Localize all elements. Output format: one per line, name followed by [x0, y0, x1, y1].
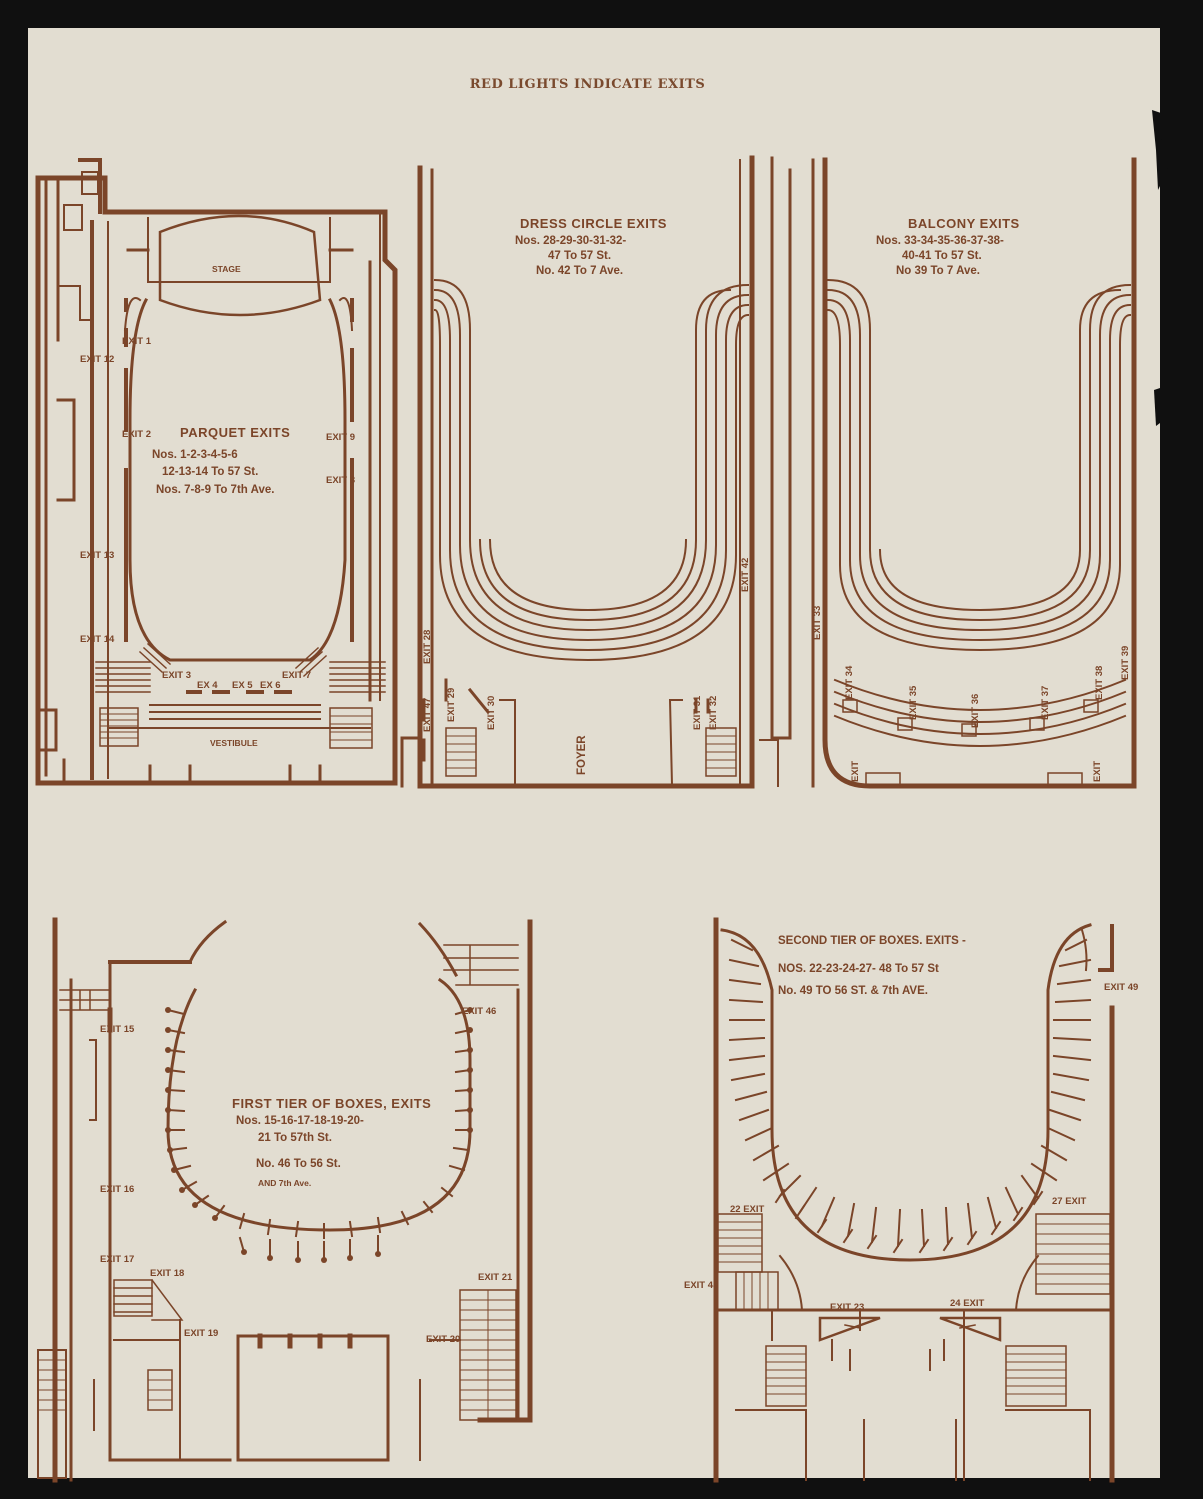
exit-1-label: EXIT 1: [122, 336, 152, 347]
balcony-line2: 40-41 To 57 St.: [902, 250, 982, 262]
dress-circle-line2: 47 To 57 St.: [548, 250, 611, 262]
page-header: RED LIGHTS INDICATE EXITS: [469, 77, 706, 92]
exit-balcony-right-label: EXIT: [1092, 761, 1103, 782]
parquet-plan: [35, 158, 398, 786]
first-tier-line4: AND 7th Ave.: [258, 1178, 311, 1188]
exit-5-label: EX 5: [232, 680, 253, 691]
exit-30-label: EXIT 30: [486, 696, 497, 730]
first-tier-line3: No. 46 To 56 St.: [256, 1158, 341, 1170]
stage-label: STAGE: [212, 264, 241, 274]
second-tier-plan: [713, 917, 1115, 1483]
dress-circle-plan: [400, 155, 792, 789]
exit-4-label: EX 4: [197, 680, 218, 691]
exit-8-label: EXIT 8: [326, 475, 355, 486]
exit-31-label: EXIT 31: [692, 695, 703, 730]
exit-3-label: EXIT 3: [162, 670, 191, 681]
exit-20-label: EXIT 20: [426, 1334, 460, 1345]
exit-33-label: EXIT 33: [812, 606, 823, 640]
exit-22-label: 22 EXIT: [730, 1204, 765, 1215]
parquet-line3: Nos. 7-8-9 To 7th Ave.: [156, 484, 274, 496]
exit-42-label: EXIT 42: [740, 558, 751, 592]
second-tier-title: SECOND TIER OF BOXES. EXITS -: [778, 935, 966, 947]
exit-29-label: EXIT 29: [446, 688, 457, 722]
exit-7-label: EXIT 7: [282, 670, 311, 681]
exit-36-label: EXIT 36: [970, 694, 981, 728]
exit-14-label: EXIT 14: [80, 634, 115, 645]
exit-37-label: EXIT 37: [1040, 686, 1051, 720]
exit-15-label: EXIT 15: [100, 1024, 135, 1035]
parquet-line2: 12-13-14 To 57 St.: [162, 466, 258, 478]
balcony-title: BALCONY EXITS: [908, 216, 1020, 231]
exit-46-label: EXIT 46: [462, 1006, 496, 1017]
vestibule-label: VESTIBULE: [210, 738, 258, 748]
exit-6-label: EX 6: [260, 680, 281, 691]
exit-39-label: EXIT 39: [1120, 646, 1131, 680]
dress-circle-line1: Nos. 28-29-30-31-32-: [515, 235, 626, 247]
exit-19-label: EXIT 19: [184, 1328, 218, 1339]
first-tier-title: FIRST TIER OF BOXES, EXITS: [232, 1096, 431, 1111]
exit-34-label: EXIT 34: [844, 665, 855, 700]
exit-35-label: EXIT 35: [908, 685, 919, 720]
exit-24-label: 24 EXIT: [950, 1298, 985, 1309]
parquet-line1: Nos. 1-2-3-4-5-6: [152, 449, 238, 461]
first-tier-plan: [37, 917, 533, 1483]
exit-balcony-left-label: EXIT: [850, 761, 861, 782]
exit-2-label: EXIT 2: [122, 429, 151, 440]
dress-circle-line3: No. 42 To 7 Ave.: [536, 265, 623, 277]
foyer-label: FOYER: [576, 735, 588, 775]
balcony-plan: [759, 157, 1137, 789]
exit-9-label: EXIT 9: [326, 432, 355, 443]
balcony-line3: No 39 To 7 Ave.: [896, 265, 980, 277]
exit-32-label: EXIT 32: [708, 696, 719, 730]
parquet-exits-title: PARQUET EXITS: [180, 425, 290, 440]
torn-edge: [1152, 90, 1180, 1460]
dress-circle-title: DRESS CIRCLE EXITS: [520, 216, 667, 231]
exit-27-label: 27 EXIT: [1052, 1196, 1087, 1207]
second-tier-line1: NOS. 22-23-24-27- 48 To 57 St: [778, 963, 939, 975]
exit-12-label: EXIT 12: [80, 354, 114, 365]
exit-49-label: EXIT 49: [1104, 982, 1138, 993]
exit-38-label: EXIT 38: [1094, 666, 1105, 700]
exit-23-label: EXIT 23: [830, 1302, 864, 1313]
exit-16-label: EXIT 16: [100, 1184, 134, 1195]
exit-21-label: EXIT 21: [478, 1272, 513, 1283]
exit-28-label: EXIT 28: [422, 630, 433, 664]
exit-17-label: EXIT 17: [100, 1254, 134, 1265]
second-tier-line2: No. 49 TO 56 ST. & 7th AVE.: [778, 985, 928, 997]
exit-48-label: EXIT 48: [684, 1280, 718, 1291]
exit-18-label: EXIT 18: [150, 1268, 184, 1279]
balcony-line1: Nos. 33-34-35-36-37-38-: [876, 235, 1004, 247]
first-tier-line1: Nos. 15-16-17-18-19-20-: [236, 1115, 364, 1127]
first-tier-line2: 21 To 57th St.: [258, 1132, 332, 1144]
exit-13-label: EXIT 13: [80, 550, 114, 561]
exit-47-label: EXIT 47: [422, 698, 433, 732]
